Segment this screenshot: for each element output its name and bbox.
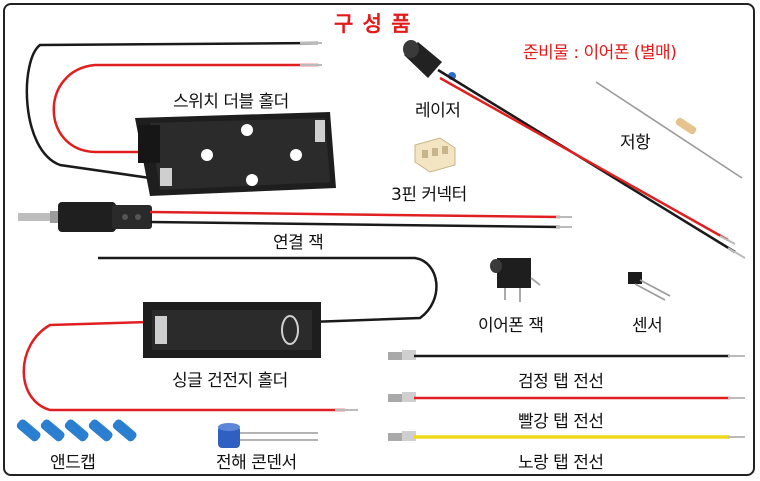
- single-battery-holder-image: [22, 256, 438, 412]
- connector-3pin-image: [414, 137, 456, 173]
- label-resistor: 저항: [620, 133, 651, 153]
- label-black-tab-wire: 검정 탭 전선: [518, 372, 604, 392]
- note-earphone-sold-separately: 준비물 : 이어폰 (별매): [523, 43, 677, 63]
- earphone-jack-image: [490, 258, 541, 302]
- label-end-cap: 앤드캡: [50, 453, 96, 473]
- black-tab-wire-image: [388, 350, 745, 360]
- label-connector-3pin: 3핀 커넥터: [391, 185, 467, 205]
- label-sensor: 센서: [632, 316, 663, 336]
- label-single-battery-holder: 싱글 건전지 홀더: [172, 371, 288, 391]
- resistor-image: [595, 81, 743, 179]
- switch-double-holder-image: [25, 41, 336, 196]
- red-tab-wire-image: [388, 392, 745, 402]
- electrolytic-capacitor-image: [218, 423, 318, 448]
- label-switch-double-holder: 스위치 더블 홀더: [173, 92, 289, 112]
- label-earphone-jack: 이어폰 잭: [478, 316, 544, 336]
- label-yellow-tab-wire: 노랑 탭 전선: [518, 453, 604, 473]
- laser-image: [403, 40, 746, 259]
- label-connection-jack: 연결 잭: [273, 233, 324, 253]
- end-caps-image: [16, 419, 137, 442]
- label-electrolytic-capacitor: 전해 콘덴서: [216, 453, 297, 473]
- connection-jack-image: [18, 202, 572, 232]
- label-red-tab-wire: 빨강 탭 전선: [518, 412, 604, 432]
- label-laser: 레이저: [415, 101, 461, 121]
- sensor-image: [628, 272, 671, 301]
- yellow-tab-wire-image: [388, 431, 745, 441]
- page-title: 구 성 품: [334, 12, 412, 36]
